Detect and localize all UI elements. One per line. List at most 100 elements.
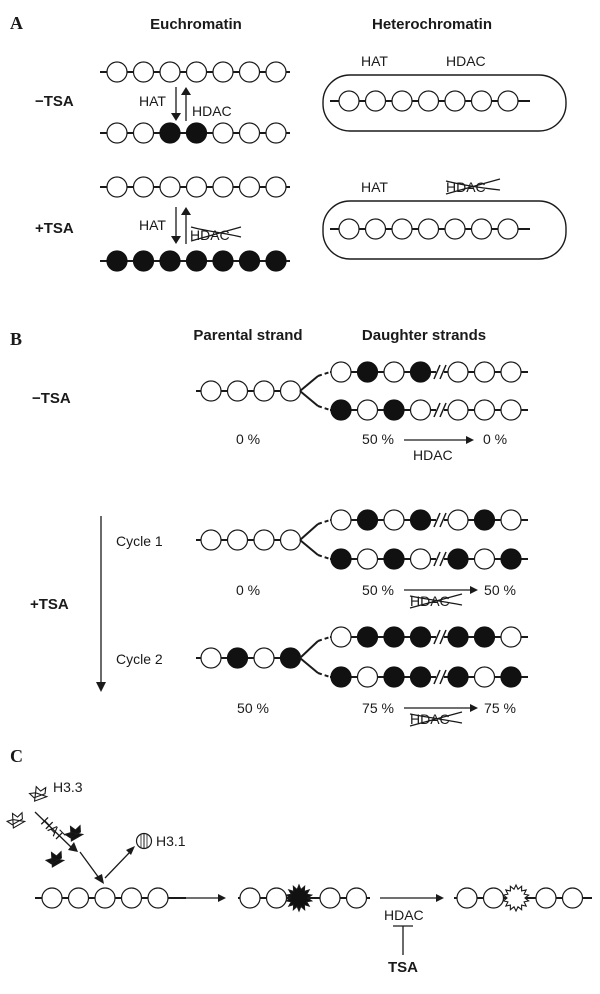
nucleosome xyxy=(253,529,275,551)
nucleosome xyxy=(94,887,116,909)
nucleosome xyxy=(470,90,493,112)
a-plus-hdac: HDAC xyxy=(190,227,230,243)
c-fiber-1 xyxy=(35,887,186,909)
a-hetero-fiber-1 xyxy=(330,90,530,112)
nucleosome xyxy=(447,399,469,421)
nucleosome xyxy=(482,887,505,909)
acetylated-nucleosome xyxy=(409,626,432,648)
nucleosome xyxy=(535,887,557,909)
panel-a-label: A xyxy=(10,13,23,33)
nucleosome xyxy=(447,361,469,383)
b-minus-result-pct: 0 % xyxy=(483,431,507,447)
acetylated-nucleosome xyxy=(212,250,234,272)
a-hetero-hat: HAT xyxy=(361,53,388,69)
b-c2-daughter-1 xyxy=(330,626,528,648)
c-h33-histone-2-icon xyxy=(28,785,49,802)
acetylated-nucleosome xyxy=(500,666,522,688)
b-c1-breaks xyxy=(433,512,447,567)
nucleosome xyxy=(338,218,360,240)
b-minus-tsa-label: −TSA xyxy=(32,390,71,407)
b-c1-hdac-strike xyxy=(409,593,463,609)
c-evict-arrow xyxy=(104,846,135,879)
b-minus-parental-fiber xyxy=(196,380,302,402)
a-plus-tsa-label: +TSA xyxy=(35,220,74,237)
nucleosome xyxy=(253,647,275,669)
acetylated-nucleosome xyxy=(356,509,379,531)
acetylated-nucleosome xyxy=(500,548,522,570)
euchromatin-header: Euchromatin xyxy=(150,16,242,33)
acetylated-nucleosome xyxy=(279,647,302,669)
b-c1-fork xyxy=(299,519,331,560)
nucleosome xyxy=(265,887,288,909)
acetylated-nucleosome xyxy=(409,509,432,531)
nucleosome xyxy=(500,361,522,383)
b-c2-breaks xyxy=(433,629,447,685)
b-c2-hdac-arrow xyxy=(404,704,478,712)
b-c1-hdac-arrow xyxy=(404,586,478,594)
nucleosome xyxy=(106,122,128,144)
b-c2-fork xyxy=(299,636,331,678)
a-fiber-3 xyxy=(100,176,290,198)
nucleosome xyxy=(279,380,302,402)
nucleosome xyxy=(279,529,302,551)
nucleosome xyxy=(444,90,466,112)
acetylated-nucleosome xyxy=(447,626,469,648)
b-c2-hdac-strike xyxy=(409,711,463,727)
nucleosome xyxy=(417,90,440,112)
nucleosome xyxy=(383,361,405,383)
nucleosome xyxy=(319,887,341,909)
fiber-break xyxy=(433,669,447,685)
nucleosome xyxy=(383,509,405,531)
nucleosome xyxy=(185,61,208,83)
acetylated-nucleosome xyxy=(132,250,155,272)
b-cycle1-label: Cycle 1 xyxy=(116,533,163,549)
acetylated-nucleosome xyxy=(265,250,287,272)
nucleosome xyxy=(391,218,413,240)
c-h31-histone-icon xyxy=(135,832,153,850)
c-hdac-label: HDAC xyxy=(384,907,424,923)
nucleosome xyxy=(265,176,287,198)
b-minus-hdac: HDAC xyxy=(413,447,453,463)
a-minus-hdac: HDAC xyxy=(192,103,232,119)
b-c2-parental-fiber xyxy=(196,647,302,669)
c-h31-label: H3.1 xyxy=(156,833,186,849)
nucleosome xyxy=(200,647,222,669)
nucleosome xyxy=(265,61,287,83)
acetylated-nucleosome xyxy=(383,666,405,688)
c-arrow-1 xyxy=(180,894,226,902)
nucleosome xyxy=(67,887,90,909)
fiber-break xyxy=(433,402,447,418)
panel-c-label: C xyxy=(10,746,23,766)
nucleosome xyxy=(409,399,432,421)
b-c1-parent-pct: 0 % xyxy=(236,582,260,598)
c-fiber-3 xyxy=(454,887,592,909)
acetylated-nucleosome xyxy=(330,548,352,570)
nucleosome xyxy=(41,887,63,909)
nucleosome xyxy=(185,176,208,198)
c-deacetylated-nucleosome-icon xyxy=(502,883,530,913)
a-hetero-hdac: HDAC xyxy=(446,53,486,69)
acetylated-nucleosome xyxy=(226,647,249,669)
acetylated-nucleosome xyxy=(383,626,405,648)
b-minus-fork xyxy=(299,371,331,411)
a-fiber-2 xyxy=(100,122,290,144)
nucleosome xyxy=(444,218,466,240)
a-heterochromatin-box-2 xyxy=(322,200,567,260)
nucleosome xyxy=(159,61,181,83)
b-time-arrow xyxy=(96,516,106,692)
acetylated-nucleosome xyxy=(447,548,469,570)
nucleosome xyxy=(132,61,155,83)
nucleosome xyxy=(338,90,360,112)
nucleosome xyxy=(200,529,222,551)
b-c1-result-pct: 50 % xyxy=(484,582,516,598)
nucleosome xyxy=(561,887,584,909)
acetylated-nucleosome xyxy=(330,666,352,688)
acetylated-nucleosome xyxy=(185,122,208,144)
a-hetero-hat-2: HAT xyxy=(361,179,388,195)
fiber-break xyxy=(433,364,447,380)
acetylated-nucleosome xyxy=(330,399,352,421)
nucleosome xyxy=(106,61,128,83)
acetylated-nucleosome xyxy=(159,122,181,144)
nucleosome xyxy=(330,626,352,648)
